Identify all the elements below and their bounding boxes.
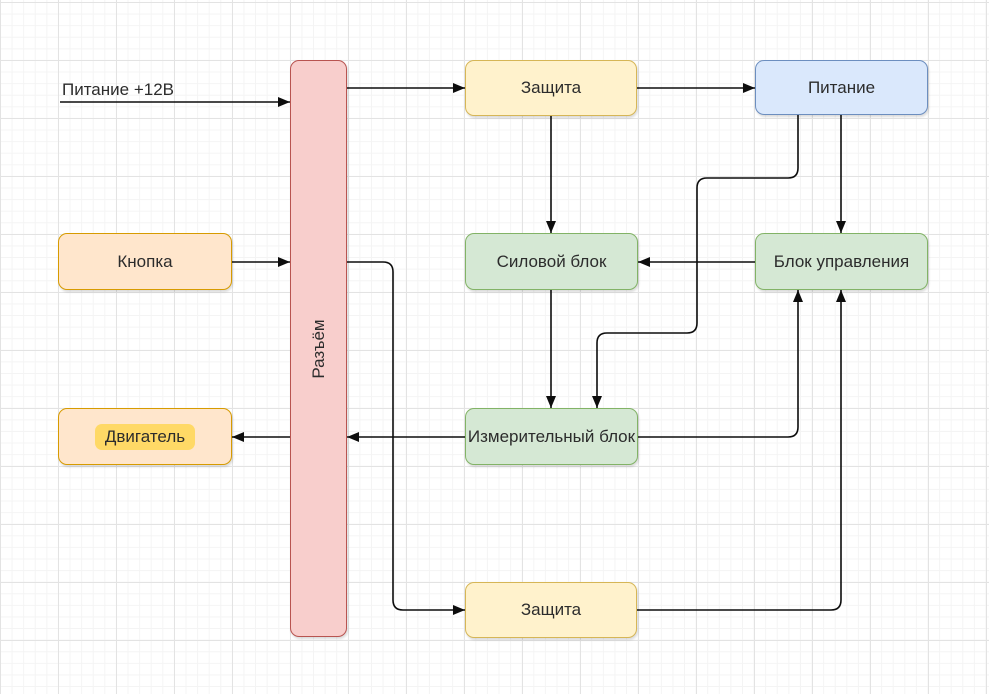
node-label-power-supply: Питание [807, 77, 876, 97]
node-control-block[interactable]: Блок управления [755, 233, 928, 290]
node-protection-bottom[interactable]: Защита [465, 582, 637, 638]
edge-protection-bottom-to-control-block[interactable] [637, 290, 846, 611]
edge-connector-to-protection-bottom[interactable] [347, 261, 465, 615]
node-measuring-block[interactable]: Измерительный блок [465, 408, 638, 465]
edge-label-power-12v[interactable]: Питание +12В [62, 80, 175, 99]
node-label-protection-top: Защита [520, 78, 582, 97]
node-label-motor: Двигатель [94, 423, 196, 450]
node-power-block[interactable]: Силовой блок [465, 233, 638, 290]
node-label-power-block: Силовой блок [496, 251, 607, 271]
node-protection-top[interactable]: Защита [465, 60, 637, 116]
node-label-measuring-block: Измерительный блок [467, 426, 636, 446]
node-connector[interactable]: Разъём [290, 60, 347, 637]
node-label-protection-bottom: Защита [520, 600, 582, 619]
node-power-supply[interactable]: Питание [755, 60, 928, 115]
node-label-button: Кнопка [117, 251, 173, 271]
node-label-control-block: Блок управления [773, 251, 910, 271]
node-label-connector: Разъём [308, 318, 328, 379]
node-button[interactable]: Кнопка [58, 233, 232, 290]
edge-measuring-block-to-control-block[interactable] [638, 290, 803, 438]
node-motor[interactable]: Двигатель [58, 408, 232, 465]
edge-power-supply-to-measuring-block[interactable] [592, 115, 799, 408]
